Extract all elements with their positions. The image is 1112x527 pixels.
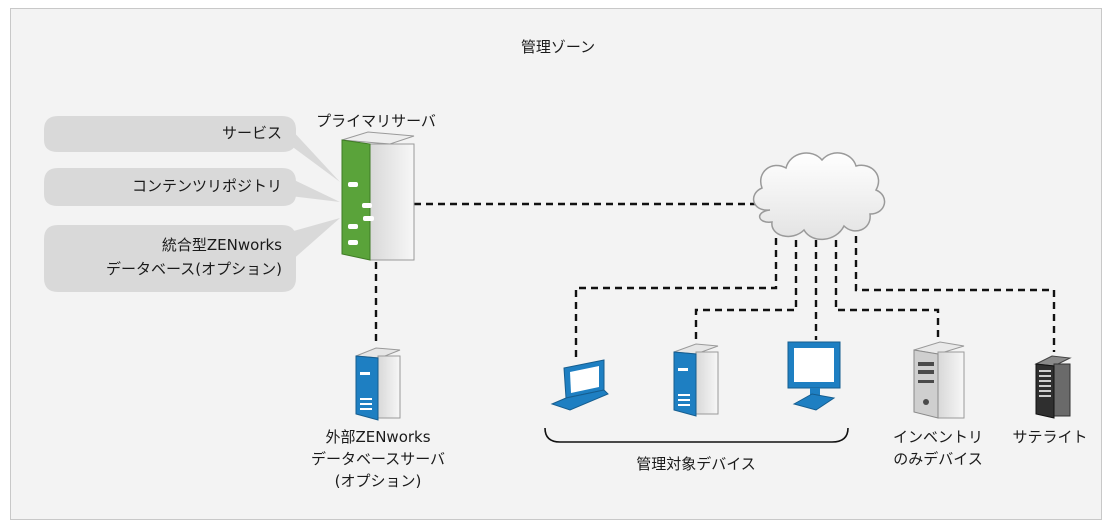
network-cloud-icon [752,152,886,240]
callout-embedded-database-label-line2: データベース(オプション) [106,260,282,278]
callout-services [44,116,340,182]
link-cloud-satellite [854,236,1056,352]
inventory-only-device-icon [913,341,965,419]
callout-embedded-database [44,218,340,292]
primary-server-icon [341,131,415,261]
laptop-icon [550,359,609,411]
callout-embedded-database-label-line1: 統合型ZENworks [161,236,282,254]
callout-content-repository-label: コンテンツリポジトリ [131,177,282,195]
callout-content-repository [44,168,340,206]
external-db-label-line2: データベースサーバ [310,450,446,468]
server-icon [673,343,719,417]
link-cloud-server [694,240,798,342]
external-database-server-icon [355,347,401,421]
link-cloud-laptop [574,238,778,358]
managed-devices-bracket [544,427,849,443]
satellite-label: サテライト [1012,428,1088,446]
external-db-label-line1: 外部ZENworks [325,428,431,446]
link-cloud-inventory [834,240,940,340]
managed-devices-label: 管理対象デバイス [636,455,756,473]
inventory-only-label-line1: インベントリ [892,428,983,446]
zone-title: 管理ゾーン [520,38,596,56]
dashed-connections [374,202,1056,358]
primary-server-label: プライマリサーバ [316,112,436,130]
callout-services-label: サービス [221,124,282,142]
inventory-only-label-line2: のみデバイス [893,450,983,468]
monitor-icon [787,341,841,411]
external-db-label-line3: (オプション) [334,472,422,490]
satellite-server-icon [1034,355,1072,419]
